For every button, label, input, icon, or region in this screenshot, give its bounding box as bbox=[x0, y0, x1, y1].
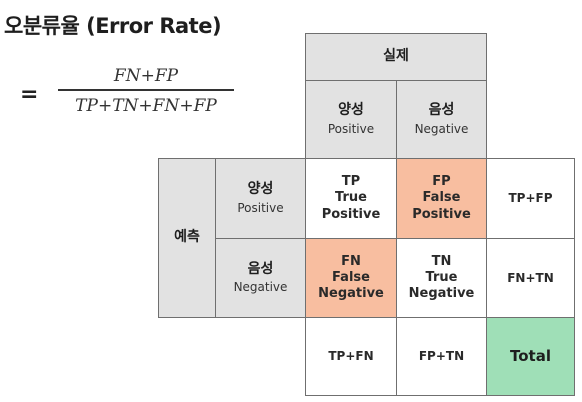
actual-header-label: 실제 bbox=[383, 48, 409, 65]
actual-negative-ko: 음성 bbox=[428, 102, 455, 119]
total-cell: Total bbox=[486, 317, 575, 396]
fp-abbr: FP bbox=[432, 174, 451, 190]
predicted-negative-en: Negative bbox=[233, 280, 288, 295]
col-sum-positive: TP+FN bbox=[305, 317, 397, 396]
fraction-bar bbox=[58, 89, 234, 91]
tn-cell: TN True Negative bbox=[396, 238, 487, 318]
actual-header: 실제 bbox=[305, 33, 487, 81]
actual-positive-header: 양성 Positive bbox=[305, 80, 397, 159]
predicted-positive-header: 양성 Positive bbox=[215, 158, 306, 239]
predicted-negative-header: 음성 Negative bbox=[215, 238, 306, 318]
fn-abbr: FN bbox=[341, 253, 361, 269]
predicted-positive-ko: 양성 bbox=[247, 181, 274, 198]
col-sum-negative: FP+TN bbox=[396, 317, 487, 396]
tn-word2: Negative bbox=[408, 286, 475, 302]
tp-word1: True bbox=[335, 190, 367, 206]
formula-denominator: TP+TN+FN+FP bbox=[75, 95, 217, 116]
actual-negative-header: 음성 Negative bbox=[396, 80, 487, 159]
fp-word1: False bbox=[422, 190, 461, 206]
row-sum-positive: TP+FP bbox=[486, 158, 575, 239]
row-sum-positive-label: TP+FP bbox=[508, 191, 553, 205]
page-title: 오분류율 (Error Rate) bbox=[4, 14, 222, 38]
tp-abbr: TP bbox=[341, 174, 361, 190]
fn-word1: False bbox=[332, 269, 370, 285]
col-sum-positive-label: TP+FN bbox=[328, 349, 374, 363]
tn-word1: True bbox=[425, 269, 458, 285]
fn-cell: FN False Negative bbox=[305, 238, 397, 318]
predicted-header-label: 예측 bbox=[174, 229, 200, 246]
actual-positive-ko: 양성 bbox=[338, 102, 364, 119]
formula-numerator: FN+FP bbox=[113, 66, 179, 86]
tp-cell: TP True Positive bbox=[305, 158, 397, 239]
predicted-header: 예측 bbox=[158, 158, 216, 318]
total-label: Total bbox=[510, 347, 551, 366]
actual-negative-en: Negative bbox=[414, 121, 469, 136]
fp-word2: Positive bbox=[412, 206, 471, 222]
row-sum-negative: FN+TN bbox=[486, 238, 575, 318]
row-sum-negative-label: FN+TN bbox=[507, 270, 554, 285]
actual-positive-en: Positive bbox=[327, 121, 375, 136]
predicted-negative-ko: 음성 bbox=[247, 260, 274, 277]
equals-sign: = bbox=[20, 82, 39, 107]
fn-word2: Negative bbox=[318, 286, 384, 302]
col-sum-negative-label: FP+TN bbox=[418, 349, 465, 363]
error-rate-formula: = FN+FP TP+TN+FN+FP bbox=[18, 64, 234, 124]
fp-cell: FP False Positive bbox=[396, 158, 487, 239]
predicted-positive-en: Positive bbox=[237, 200, 284, 215]
tp-word2: Positive bbox=[321, 206, 381, 222]
tn-abbr: TN bbox=[431, 253, 452, 269]
fraction: FN+FP TP+TN+FN+FP bbox=[58, 64, 234, 119]
